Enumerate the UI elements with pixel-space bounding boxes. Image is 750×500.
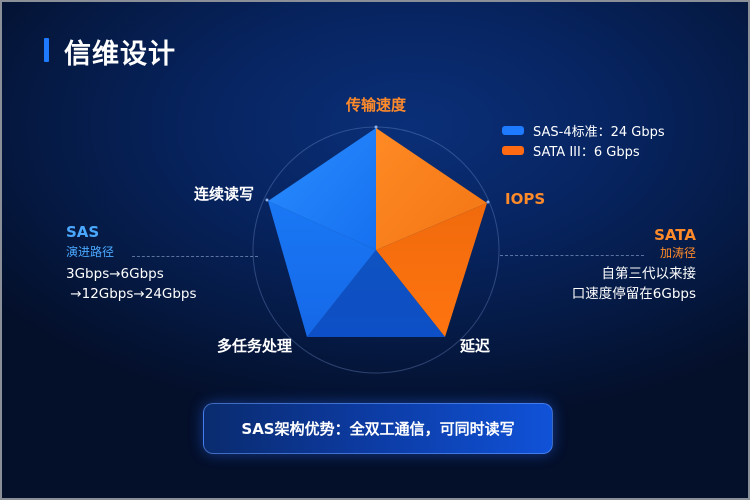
title-accent-bar xyxy=(44,38,49,62)
vertex-dot xyxy=(374,125,378,129)
sas-dotted-line xyxy=(132,256,258,257)
legend-swatch-blue xyxy=(502,125,524,135)
legend-label: SAS-4标准：24 Gbps xyxy=(533,124,665,140)
sata-desc-line1: 自第三代以来接 xyxy=(601,266,697,282)
sas-path-line2: →12Gbps→24Gbps xyxy=(66,286,197,302)
sata-dotted-line xyxy=(500,255,644,256)
axis-label-latency: 延迟 xyxy=(460,337,491,355)
sata-title: SATA xyxy=(654,226,696,244)
axis-label-speed: 传输速度 xyxy=(346,96,407,114)
sata-sector-iops-latency xyxy=(376,203,487,337)
legend-swatch-orange xyxy=(502,145,524,155)
sas-title: SAS xyxy=(66,223,100,241)
axis-label-iops: IOPS xyxy=(505,190,546,208)
vertex-dot xyxy=(265,198,269,202)
page-title: 信维设计 xyxy=(64,39,176,70)
sas-sector-sequential-speed xyxy=(268,128,376,250)
advantage-callout: SAS架构优势：全双工通信，可同时读写 xyxy=(203,403,553,454)
axis-label-sequential: 连续读写 xyxy=(194,185,255,203)
sata-sector-speed-iops xyxy=(376,128,487,250)
sas-sector-latency-multitask xyxy=(307,250,445,337)
legend: SAS-4标准：24 Gbps SATA III：6 Gbps xyxy=(502,120,665,160)
callout-text: SAS架构优势：全双工通信，可同时读写 xyxy=(241,420,515,438)
axis-label-multitask: 多任务处理 xyxy=(217,337,293,355)
vertex-dot xyxy=(486,200,490,204)
sas-path-line1: 3Gbps→6Gbps xyxy=(66,266,164,282)
sata-desc-line2: 口速度停留在6Gbps xyxy=(571,286,696,302)
sas-sector-multitask-sequential xyxy=(268,201,376,337)
sas-subtitle: 演进路径 xyxy=(66,245,115,259)
sata-subtitle: 加涛径 xyxy=(659,246,696,260)
legend-item-sata: SATA III：6 Gbps xyxy=(502,140,665,160)
legend-item-sas: SAS-4标准：24 Gbps xyxy=(502,120,665,140)
legend-label: SATA III：6 Gbps xyxy=(533,144,640,160)
